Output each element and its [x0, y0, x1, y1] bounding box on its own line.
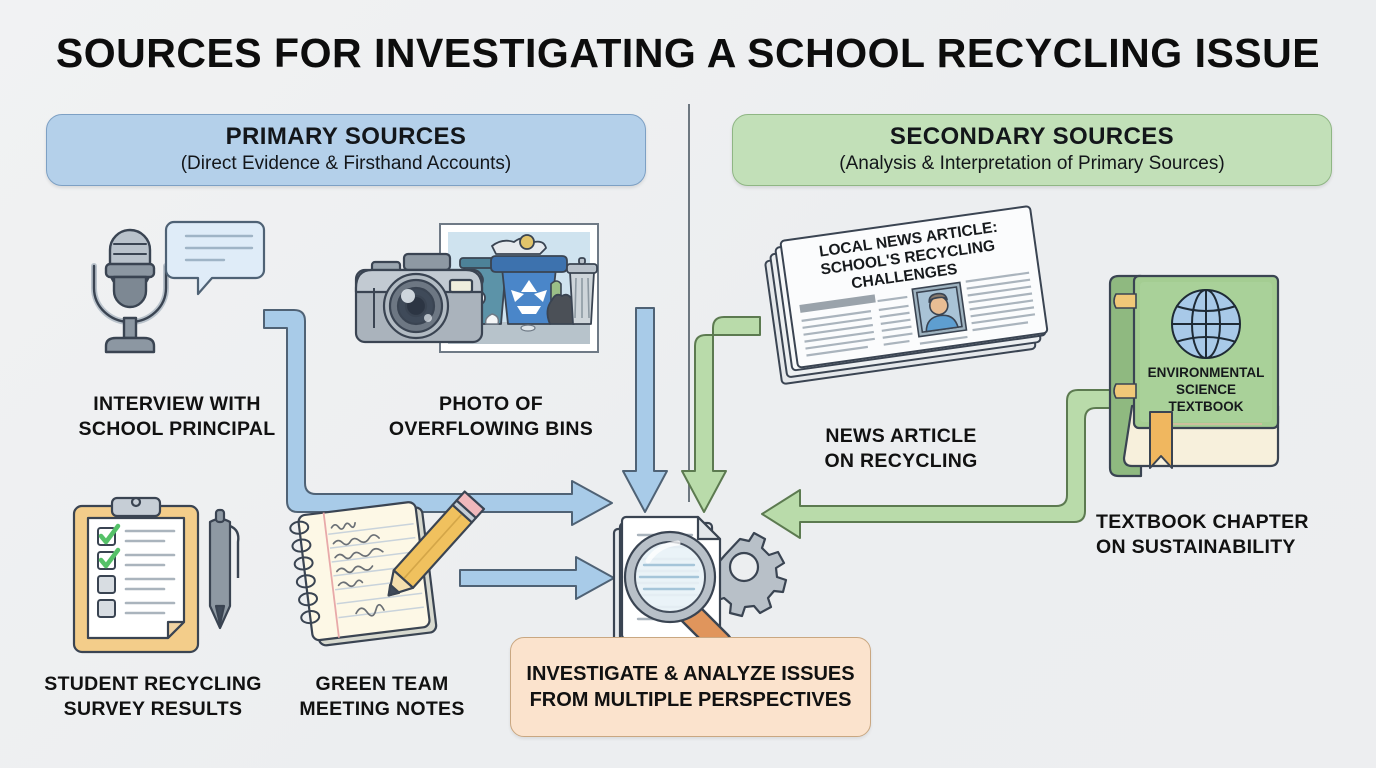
hub-caption-line2: FROM MULTIPLE PERSPECTIVES: [529, 689, 852, 711]
notepad-pencil-icon: [289, 490, 486, 658]
microphone-speech-bubble-icon: [78, 214, 278, 374]
banner-secondary-subheading: (Analysis & Interpretation of Primary So…: [839, 153, 1225, 175]
newspaper-icon: LOCAL NEWS ARTICLE: SCHOOL'S RECYCLING C…: [762, 205, 1052, 392]
label-interview: INTERVIEW WITH SCHOOL PRINCIPAL: [78, 393, 276, 440]
banner-primary-sources: PRIMARY SOURCES (Direct Evidence & First…: [46, 114, 646, 186]
label-notes: GREEN TEAM MEETING NOTES: [299, 673, 465, 720]
label-photo: PHOTO OF OVERFLOWING BINS: [388, 393, 594, 440]
camera-photo-bins-icon: [352, 218, 602, 378]
banner-primary-heading: PRIMARY SOURCES: [225, 123, 467, 151]
banner-secondary-heading: SECONDARY SOURCES: [889, 123, 1175, 151]
label-textbook: TEXTBOOK CHAPTER ON SUSTAINABILITY: [1096, 511, 1309, 558]
label-news: NEWS ARTICLE ON RECYCLING: [824, 425, 978, 472]
banner-secondary-sources: SECONDARY SOURCES (Analysis & Interpreta…: [732, 114, 1332, 186]
arrow-photo-to-hub: [622, 307, 668, 513]
clipboard-checklist-pen-icon: [60, 496, 270, 658]
label-survey: STUDENT RECYCLING SURVEY RESULTS: [44, 673, 262, 720]
banner-primary-subheading: (Direct Evidence & Firsthand Accounts): [180, 153, 512, 175]
section-divider: [688, 104, 690, 502]
svg-text:ENVIRONMENTAL: ENVIRONMENTAL: [1148, 365, 1265, 380]
hub-caption-box: INVESTIGATE & ANALYZE ISSUES FROM MULTIP…: [510, 637, 871, 737]
arrow-notes-to-hub: [459, 556, 615, 600]
svg-text:TEXTBOOK: TEXTBOOK: [1168, 399, 1243, 414]
page-title: SOURCES FOR INVESTIGATING A SCHOOL RECYC…: [55, 30, 1321, 76]
svg-text:SCIENCE: SCIENCE: [1176, 382, 1236, 397]
arrow-news-to-hub: [681, 316, 761, 513]
hub-caption-line1: INVESTIGATE & ANALYZE ISSUES: [526, 663, 855, 685]
textbook-globe-icon: ENVIRONMENTAL SCIENCE TEXTBOOK: [1106, 272, 1296, 492]
